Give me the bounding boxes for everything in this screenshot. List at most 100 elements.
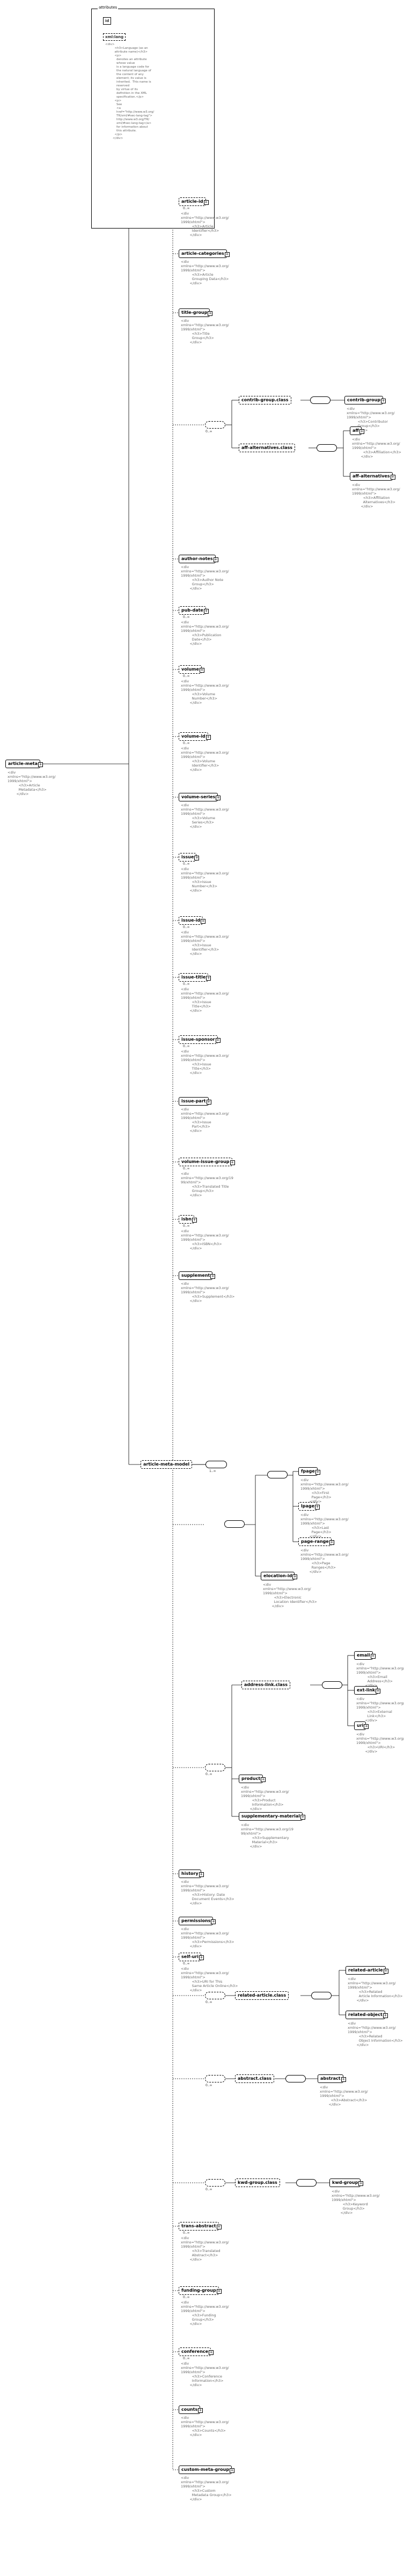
element-issue[interactable]: issue+ bbox=[179, 853, 200, 862]
element-aff[interactable]: aff+ bbox=[350, 426, 364, 435]
element-title-group[interactable]: title-group+ bbox=[179, 308, 213, 317]
element-article-id[interactable]: article-id+ bbox=[179, 197, 209, 206]
expand-icon[interactable]: + bbox=[206, 1100, 211, 1105]
expand-icon[interactable]: + bbox=[208, 311, 213, 316]
expand-icon[interactable]: + bbox=[224, 252, 230, 257]
element-uri[interactable]: uri+ bbox=[354, 1721, 369, 1730]
expand-icon[interactable]: + bbox=[329, 1540, 334, 1545]
expand-icon[interactable]: + bbox=[315, 1470, 320, 1475]
expand-icon[interactable]: + bbox=[315, 1505, 320, 1510]
group-article-meta-model[interactable]: article-meta-model bbox=[141, 1460, 193, 1469]
element-related-article[interactable]: related-article+ bbox=[346, 1966, 388, 1975]
element-aff-alternatives[interactable]: aff-alternatives+ bbox=[350, 472, 395, 481]
element-label: trans-abstract bbox=[181, 2224, 216, 2228]
expand-icon[interactable]: + bbox=[192, 1218, 197, 1223]
attribute-id[interactable]: id bbox=[103, 17, 112, 25]
element-related-object[interactable]: related-object+ bbox=[346, 2011, 388, 2019]
expand-icon[interactable]: + bbox=[215, 1038, 221, 1043]
expand-icon[interactable]: + bbox=[359, 429, 364, 434]
expand-icon[interactable]: + bbox=[211, 1919, 216, 1924]
element-doc: <div xmlns="http://www.w3.org/ 1999/xhtm… bbox=[181, 2416, 229, 2437]
element-counts[interactable]: counts+ bbox=[179, 2405, 203, 2414]
element-volume-issue-group[interactable]: volume-issue-group+ bbox=[179, 1158, 235, 1166]
element-volume-id[interactable]: volume-id+ bbox=[179, 732, 211, 741]
expand-icon[interactable]: + bbox=[205, 735, 211, 740]
element-abstract[interactable]: abstract+ bbox=[318, 2074, 346, 2083]
attribute-xml-lang[interactable]: xml:lang bbox=[103, 33, 126, 41]
element-volume[interactable]: volume+ bbox=[179, 665, 204, 674]
expand-icon[interactable]: + bbox=[216, 796, 221, 800]
element-ext-link[interactable]: ext-link+ bbox=[354, 1686, 381, 1695]
expand-icon[interactable]: + bbox=[199, 1955, 204, 1960]
expand-icon[interactable]: + bbox=[203, 609, 209, 614]
element-issue-title[interactable]: issue-title+ bbox=[179, 973, 211, 982]
expand-icon[interactable]: + bbox=[230, 1160, 235, 1165]
choice-compositor-contrib bbox=[205, 421, 225, 429]
expand-icon[interactable]: + bbox=[364, 1724, 369, 1729]
attribute-xml-lang-doc: <div> <h3>Language (as an attribute name… bbox=[105, 43, 155, 140]
expand-icon[interactable]: + bbox=[199, 668, 204, 673]
expand-icon[interactable]: + bbox=[198, 2408, 203, 2413]
group-address-link-class[interactable]: address-link.class bbox=[241, 1681, 291, 1689]
element-page-range[interactable]: page-range+ bbox=[298, 1537, 334, 1546]
element-pub-date[interactable]: pub-date+ bbox=[179, 606, 209, 615]
group-contrib-group-class[interactable]: contrib-group.class bbox=[239, 396, 291, 404]
element-issue-sponsor[interactable]: issue-sponsor+ bbox=[179, 1035, 221, 1044]
group-aff-alternatives-class[interactable]: aff-alternatives.class bbox=[239, 444, 296, 452]
choice-compositor-related bbox=[205, 1992, 225, 1999]
expand-icon[interactable]: + bbox=[199, 1872, 204, 1877]
expand-icon[interactable]: + bbox=[358, 2181, 364, 2186]
element-trans-abstract[interactable]: trans-abstract+ bbox=[179, 2222, 222, 2231]
element-self-uri[interactable]: self-uri+ bbox=[179, 1953, 204, 1961]
element-article-categories[interactable]: article-categories+ bbox=[179, 249, 230, 258]
expand-icon[interactable]: + bbox=[209, 2350, 214, 2355]
element-supplement[interactable]: supplement+ bbox=[179, 1271, 216, 1280]
expand-icon[interactable]: + bbox=[216, 2289, 222, 2294]
expand-icon[interactable]: + bbox=[370, 1654, 376, 1659]
expand-icon[interactable]: + bbox=[201, 919, 206, 924]
expand-icon[interactable]: + bbox=[292, 1574, 298, 1579]
expand-icon[interactable]: + bbox=[210, 1274, 216, 1279]
element-fpage[interactable]: fpage+ bbox=[298, 1467, 320, 1476]
root-element-article-meta[interactable]: article-meta + bbox=[5, 760, 43, 768]
element-issue-part[interactable]: issue-part+ bbox=[179, 1097, 211, 1106]
expand-icon[interactable]: + bbox=[230, 2468, 235, 2473]
aff-alternatives-label: aff-alternatives bbox=[352, 474, 390, 479]
element-custom-meta-group[interactable]: custom-meta-group+ bbox=[179, 2465, 235, 2474]
element-author-notes[interactable]: author-notes+ bbox=[179, 555, 218, 563]
expand-icon[interactable]: + bbox=[216, 2225, 222, 2229]
element-email[interactable]: email+ bbox=[354, 1651, 376, 1660]
element-volume-series[interactable]: volume-series+ bbox=[179, 793, 221, 801]
expand-icon[interactable]: + bbox=[383, 1969, 388, 1974]
element-permissions[interactable]: permissions+ bbox=[179, 1917, 216, 1925]
expand-icon[interactable]: + bbox=[300, 1815, 306, 1820]
expand-icon[interactable]: + bbox=[381, 399, 386, 403]
element-lpage[interactable]: lpage+ bbox=[298, 1502, 320, 1511]
element-contrib-group[interactable]: contrib-group+ bbox=[344, 396, 386, 404]
element-conference[interactable]: conference+ bbox=[179, 2347, 214, 2356]
expand-icon[interactable]: + bbox=[38, 762, 43, 767]
expand-icon[interactable]: + bbox=[383, 2013, 388, 2018]
element-elocation-id[interactable]: elocation-id+ bbox=[261, 1572, 298, 1580]
element-supplementary-material[interactable]: supplementary-material+ bbox=[239, 1812, 306, 1821]
expand-icon[interactable]: + bbox=[390, 475, 395, 480]
expand-icon[interactable]: + bbox=[376, 1689, 381, 1694]
element-kwd-group[interactable]: kwd-group+ bbox=[329, 2178, 364, 2187]
element-label: isbn bbox=[181, 1217, 192, 1221]
group-abstract-class[interactable]: abstract.class bbox=[235, 2074, 275, 2083]
group-related-article-class[interactable]: related-article.class bbox=[235, 1991, 289, 2000]
expand-icon[interactable]: + bbox=[213, 557, 218, 562]
aff-doc: <div xmlns="http://www.w3.org/ 1999/xhtm… bbox=[352, 437, 401, 459]
expand-icon[interactable]: + bbox=[206, 976, 211, 981]
expand-icon[interactable]: + bbox=[194, 856, 200, 860]
expand-icon[interactable]: + bbox=[261, 1777, 266, 1782]
expand-icon[interactable]: + bbox=[203, 200, 209, 205]
element-issue-id[interactable]: issue-id+ bbox=[179, 916, 206, 925]
element-isbn[interactable]: isbn+ bbox=[179, 1215, 197, 1224]
element-history[interactable]: history+ bbox=[179, 1870, 204, 1878]
expand-icon[interactable]: + bbox=[341, 2077, 346, 2082]
group-kwd-group-class[interactable]: kwd-group.class bbox=[235, 2178, 280, 2187]
element-product[interactable]: product+ bbox=[239, 1775, 266, 1783]
element-funding-group[interactable]: funding-group+ bbox=[179, 2286, 222, 2295]
